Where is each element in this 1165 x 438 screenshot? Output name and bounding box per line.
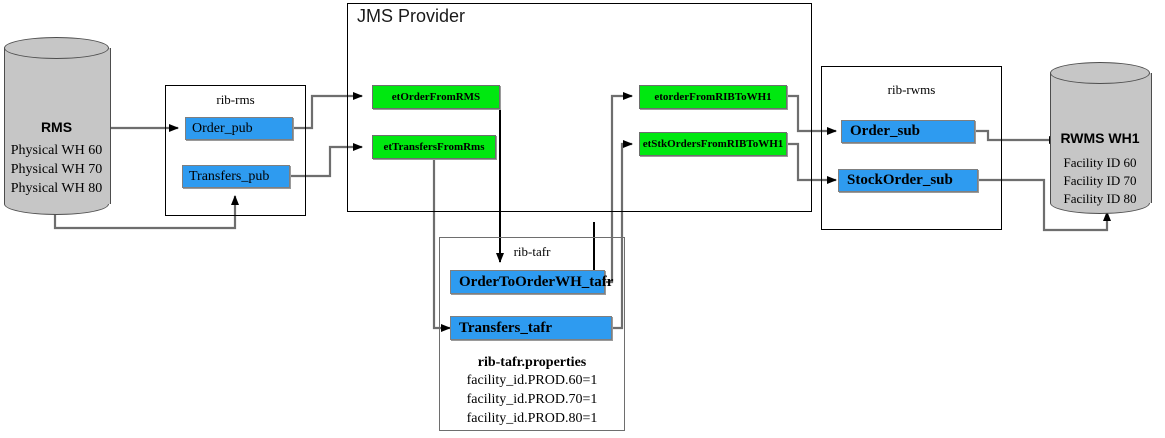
rib-tafr-properties-block: rib-tafr.properties facility_id.PROD.60=…: [439, 355, 625, 428]
node-stockorder-sub[interactable]: StockOrder_sub: [838, 169, 978, 192]
node-etorderfromrms[interactable]: etOrderFromRMS: [372, 85, 500, 109]
rms-title: RMS: [40, 119, 73, 135]
node-transfers-tafr-label: Transfers_tafr: [459, 319, 553, 336]
node-transfers-pub[interactable]: Transfers_pub: [182, 165, 290, 188]
wire-etorderfromribtowh1-to-order-sub: [787, 94, 837, 135]
node-transfers-tafr[interactable]: Transfers_tafr: [450, 316, 612, 340]
node-order-sub[interactable]: Order_sub: [841, 120, 975, 143]
wire-ordertoorderwh-tafr-to-etorderfromribtowh1: [605, 92, 633, 284]
jms-provider-container: [347, 3, 812, 212]
rms-line-2: Physical WH 70: [10, 162, 103, 177]
rwms-datastore: RWMS WH1 Facility ID 60 Facility ID 70 F…: [1050, 62, 1152, 214]
rwms-line-1: Facility ID 60: [1063, 155, 1137, 170]
node-ordertoorderwh-tafr-label: OrderToOrderWH_tafr: [459, 273, 614, 290]
node-stockorder-sub-label: StockOrder_sub: [847, 172, 953, 188]
wire-transfers-pub-to-ettransfersfromrms: [290, 143, 363, 178]
rwms-line-2: Facility ID 70: [1063, 173, 1137, 188]
node-order-pub[interactable]: Order_pub: [185, 117, 293, 140]
rib-rwms-container: rib-rwms: [821, 66, 1002, 230]
rib-rms-container: rib-rms: [165, 85, 306, 216]
wire-order-pub-to-etorderfromrms: [293, 92, 363, 130]
node-etorderfromrms-label: etOrderFromRMS: [391, 91, 481, 103]
node-etstkordersfromribtowh1-label: etStkOrdersFromRIBToWH1: [642, 138, 784, 150]
rms-line-1: Physical WH 60: [10, 143, 103, 158]
wire-stockorder-sub-to-rwms-bottom: [975, 178, 1111, 232]
wire-ettransfersfromrms-to-transfers-tafr: [432, 159, 451, 332]
node-order-sub-label: Order_sub: [850, 123, 921, 139]
rib-tafr-container: rib-tafr: [439, 237, 625, 431]
node-ordertoorderwh-tafr[interactable]: OrderToOrderWH_tafr: [450, 270, 613, 294]
rib-tafr-properties-title: rib-tafr.properties: [477, 355, 587, 370]
node-transfers-pub-label: Transfers_pub: [189, 168, 270, 184]
rib-rwms-label: rib-rwms: [887, 82, 936, 97]
rwms-title: RWMS WH1: [1060, 130, 1140, 146]
rwms-cylinder-body: [1050, 73, 1152, 203]
rib-tafr-label: rib-tafr: [513, 244, 551, 259]
wire-transfers-tafr-to-etstkordersfromribtowh1: [612, 140, 633, 330]
rms-cylinder-body: [4, 48, 111, 204]
rib-rms-label: rib-rms: [216, 92, 255, 107]
rib-tafr-property-1: facility_id.PROD.60=1: [466, 373, 598, 388]
rms-cylinder-top: [4, 37, 109, 59]
node-order-pub-label: Order_pub: [192, 120, 253, 136]
node-etstkordersfromribtowh1[interactable]: etStkOrdersFromRIBToWH1: [639, 132, 787, 156]
rms-line-3: Physical WH 80: [10, 181, 103, 196]
node-ettransfersfromrms-label: etTransfersFromRms: [383, 141, 485, 153]
node-ettransfersfromrms[interactable]: etTransfersFromRms: [372, 135, 496, 159]
node-etorderfromribtowh1-label: etorderFromRIBToWH1: [654, 91, 772, 103]
rib-tafr-property-3: facility_id.PROD.80=1: [466, 411, 598, 426]
wire-etstkordersfromribtowh1-to-stockorder-sub: [787, 142, 837, 184]
rib-tafr-property-2: facility_id.PROD.70=1: [466, 392, 598, 407]
jms-provider-title: JMS Provider: [357, 6, 466, 26]
rwms-cylinder-top: [1050, 62, 1150, 84]
wire-rms-to-transfers-pub: [53, 195, 239, 230]
wire-order-sub-to-rwms: [975, 129, 1059, 144]
rms-datastore: RMS Physical WH 60 Physical WH 70 Physic…: [4, 37, 111, 215]
node-etorderfromribtowh1[interactable]: etorderFromRIBToWH1: [639, 85, 787, 109]
rwms-line-3: Facility ID 80: [1063, 191, 1137, 206]
